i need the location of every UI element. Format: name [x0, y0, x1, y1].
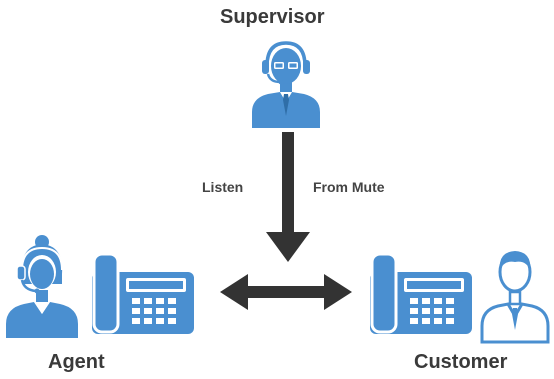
- from-mute-label: From Mute: [313, 179, 385, 195]
- agent-headset-icon: [6, 235, 78, 338]
- listen-down-arrow: [266, 132, 310, 262]
- listen-label: Listen: [202, 179, 244, 195]
- supervisor-label: Supervisor: [220, 6, 325, 28]
- agent-desk-phone-icon: [92, 252, 194, 334]
- customer-desk-phone-icon: [370, 252, 472, 334]
- supervisor-headset-icon: [252, 41, 320, 128]
- customer-label: Customer: [414, 351, 508, 373]
- customer-man-icon: [480, 251, 550, 344]
- talk-double-arrow: [220, 274, 352, 310]
- agent-label: Agent: [48, 351, 105, 373]
